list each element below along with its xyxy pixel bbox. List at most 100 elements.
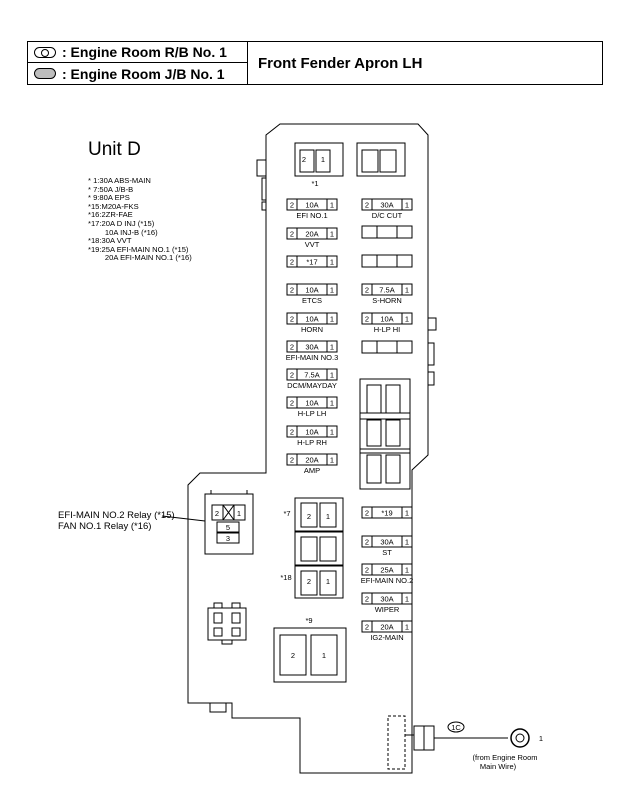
fuse-pin-right: 1	[330, 343, 334, 352]
note-line: *17:20A D INJ (*15)	[88, 218, 155, 228]
fuse-right-1: 2 7.5A 1S-HORN	[361, 283, 413, 305]
fuse-name: EFI-MAIN NO.2	[361, 576, 414, 585]
fuse-pin-left: 2	[290, 315, 294, 324]
fuse-amperage: 10A	[305, 315, 318, 324]
fuse-amperage: 20A	[305, 456, 318, 465]
fuse-amperage: 25A	[380, 566, 393, 575]
relay-7-pin-left: 2	[307, 512, 311, 521]
fuse-pin-right: 1	[330, 201, 334, 210]
fuse-pin-right: 1	[330, 258, 334, 267]
fuse-amperage: 7.5A	[379, 286, 394, 295]
fuse-left-2: 2 *17 1	[286, 255, 338, 268]
fuse-amperage: 10A	[305, 428, 318, 437]
fuse-pin-right: 1	[405, 623, 409, 632]
fuse-pin-left: 2	[290, 343, 294, 352]
fuse-pin-right: 1	[330, 428, 334, 437]
fuse-pin-left: 2	[290, 201, 294, 210]
fuse-amperage: 30A	[305, 343, 318, 352]
note-line: * 7:50A J/B-B	[88, 184, 134, 194]
fuse-pin-right: 1	[330, 456, 334, 465]
fuse-amperage: 10A	[305, 286, 318, 295]
fuse-amperage: 7.5A	[304, 371, 319, 380]
ref-1-label: *1	[311, 179, 318, 188]
fuse-name: WIPER	[375, 605, 400, 614]
fuse-pin-right: 1	[405, 566, 409, 575]
fuse-pin-right: 1	[330, 286, 334, 295]
fuse-pin-right: 1	[405, 595, 409, 604]
unit-title: Unit D	[88, 139, 141, 160]
rb-label: : Engine Room R/B No. 1	[62, 44, 227, 60]
junction-block-symbol-icon	[34, 68, 56, 79]
fuse-pin-left: 2	[290, 371, 294, 380]
fuse-pin-left: 2	[365, 509, 369, 518]
relay-pin-5: 5	[226, 523, 230, 532]
wire-note-1: (from Engine Room	[472, 753, 537, 762]
fuse-amperage: 20A	[305, 230, 318, 239]
rb-row: : Engine Room R/B No. 1	[28, 42, 248, 63]
fuse-pin-left: 2	[290, 286, 294, 295]
fuse-name: AMP	[304, 466, 320, 475]
fuse-name: H-LP RH	[297, 438, 327, 447]
fuse-pin-right: 1	[330, 399, 334, 408]
relay-block-symbol-icon	[34, 46, 56, 58]
relay-18-pin-right: 1	[326, 577, 330, 586]
note-line: *18:30A VVT	[88, 236, 132, 246]
ref-7-label: *7	[283, 509, 290, 518]
note-line: *15:M20A-FKS	[88, 201, 139, 211]
fuse-amperage: 10A	[380, 315, 393, 324]
relay-pin-3: 3	[226, 534, 230, 543]
fuse-pin-left: 2	[365, 623, 369, 632]
fuse-pin-right: 1	[405, 286, 409, 295]
fuse-name: ETCS	[302, 296, 322, 305]
note-line: 10A INJ-B (*16)	[88, 227, 158, 237]
fuse-name: S-HORN	[372, 296, 402, 305]
fuse-name: H-LP LH	[298, 409, 327, 418]
big-fuse-pin-right: 1	[322, 651, 326, 660]
fuse-amperage: 30A	[380, 595, 393, 604]
relay-7-pin-right: 1	[326, 512, 330, 521]
fuse-amperage: 30A	[380, 538, 393, 547]
notes-list: * 1:30A ABS-MAIN* 7:50A J/B-B* 9:80A EPS…	[88, 176, 192, 263]
top-relay-pin-right: 1	[321, 155, 325, 164]
fuse-amperage: 10A	[305, 399, 318, 408]
relay-label-efi-main-no2: EFI-MAIN NO.2 Relay (*15)	[58, 510, 175, 521]
fuse-pin-left: 2	[365, 286, 369, 295]
fuse-name: EFI NO.1	[296, 211, 327, 220]
fuse-pin-right: 1	[330, 230, 334, 239]
note-line: * 9:80A EPS	[88, 193, 130, 203]
connector-code: 1C	[451, 723, 461, 732]
fuse-amperage: 30A	[380, 201, 393, 210]
fuse-pin-left: 2	[290, 258, 294, 267]
fuse-name: VVT	[305, 240, 320, 249]
fuse-amperage: 20A	[380, 623, 393, 632]
fuse-pin-left: 2	[365, 315, 369, 324]
fuse-pin-left: 2	[290, 456, 294, 465]
note-line: *16:2ZR-FAE	[88, 210, 133, 220]
fuse-amperage: *17	[306, 258, 317, 267]
fuse-pin-left: 2	[365, 566, 369, 575]
top-relay-pin-left: 2	[302, 155, 306, 164]
fuse-name: D/C CUT	[372, 211, 403, 220]
fuse-name: HORN	[301, 325, 323, 334]
wire-note-2: Main Wire)	[480, 762, 517, 771]
fuse-pin-left: 2	[290, 428, 294, 437]
fuse-name: IG2-MAIN	[370, 633, 403, 642]
relay-label-fan-no1: FAN NO.1 Relay (*16)	[58, 521, 152, 532]
fuse-pin-right: 1	[330, 315, 334, 324]
fuse-pin-left: 2	[365, 538, 369, 547]
fuse-pin-left: 2	[290, 230, 294, 239]
fuse-name: ST	[382, 548, 392, 557]
terminal-number: 1	[539, 734, 543, 743]
fuse-pin-right: 1	[405, 201, 409, 210]
fuse-name: EFI-MAIN NO.3	[286, 353, 339, 362]
fuse-pin-right: 1	[405, 315, 409, 324]
